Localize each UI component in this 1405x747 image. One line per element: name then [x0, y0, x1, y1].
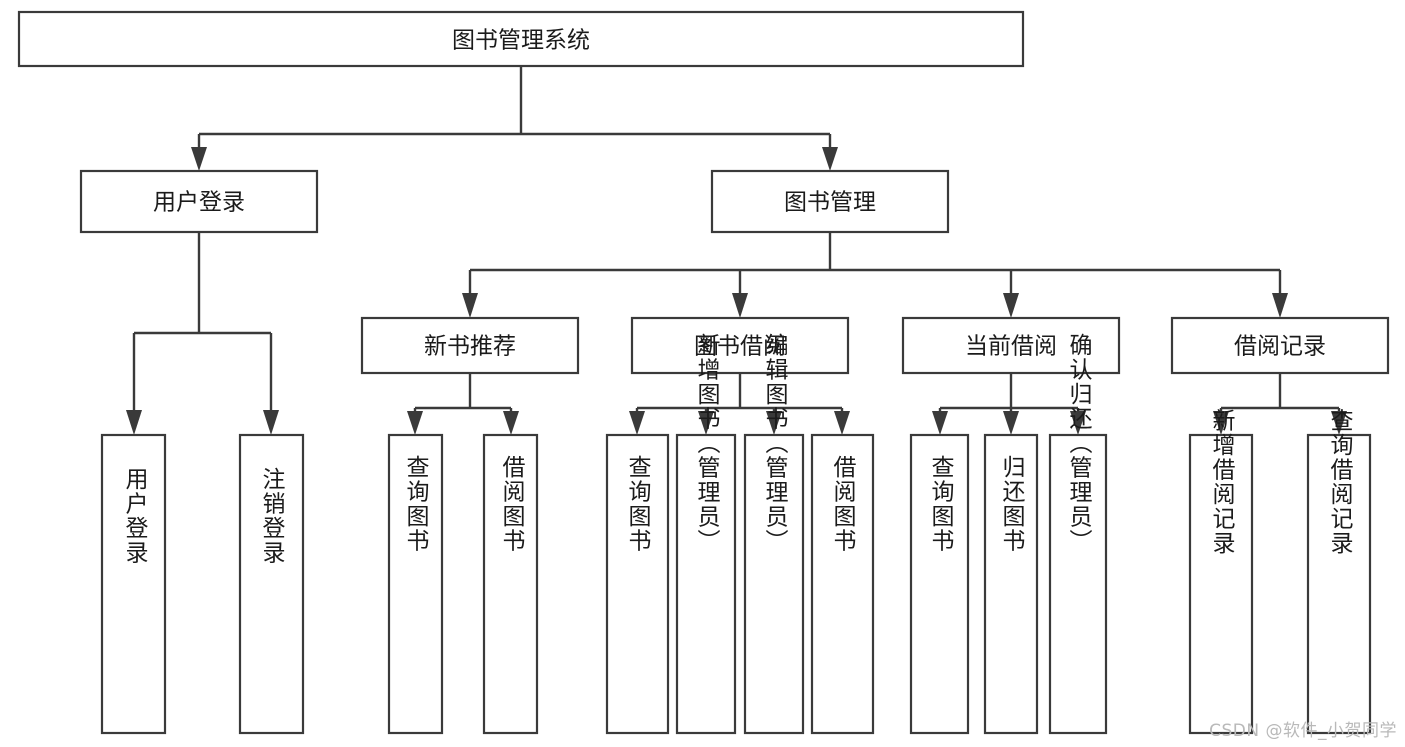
node-root-label: 图书管理系统: [452, 28, 590, 54]
leaf-query-borrow-record-label: 查询借阅记录: [1326, 409, 1354, 556]
leaf-edit-book-admin-box[interactable]: [743, 433, 805, 735]
leaf-return-book[interactable]: 归还图书: [983, 433, 1039, 735]
arrow-bookborrow-leaf-4: [834, 411, 850, 435]
arrow-bookborrow-leaf-2: [698, 411, 714, 435]
leaf-query-book-2-box[interactable]: [605, 433, 670, 735]
csdn-watermark: CSDN @软件_小贺同学: [1209, 721, 1397, 741]
leaf-query-book-3[interactable]: 查询图书: [909, 433, 970, 735]
arrow-userlogin-leaf-2: [263, 410, 279, 435]
arrow-newbook-leaf-2: [503, 411, 519, 435]
arrow-userlogin-leaf-1: [126, 410, 142, 435]
leaf-query-borrow-record-box[interactable]: [1306, 433, 1372, 735]
leaf-borrow-book-1-label: 借阅图书: [498, 455, 526, 553]
node-new-book-rec-box[interactable]: [360, 316, 580, 375]
node-new-book-rec[interactable]: 新书推荐: [360, 316, 580, 375]
leaf-add-borrow-record[interactable]: 新增借阅记录: [1188, 409, 1254, 735]
leaf-borrow-book-1[interactable]: 借阅图书: [482, 433, 539, 735]
arrow-bookmanage-to-borrowrecord: [1272, 293, 1288, 318]
leaf-query-book-3-label: 查询图书: [927, 455, 955, 553]
arrow-bookborrow-leaf-1: [629, 411, 645, 435]
leaf-add-book-admin[interactable]: 新增图书（管理员）: [675, 333, 737, 735]
node-book-manage-box[interactable]: [710, 169, 950, 234]
leaf-confirm-return-admin[interactable]: 确认归还（管理员）: [1048, 333, 1108, 735]
node-book-manage-label: 图书管理: [784, 190, 876, 216]
leaf-add-borrow-record-box[interactable]: [1188, 433, 1254, 735]
leaf-query-book-1-box[interactable]: [387, 433, 444, 735]
arrow-borrowrecord-leaf-1: [1213, 411, 1229, 435]
node-current-borrow-label: 当前借阅: [965, 334, 1057, 360]
arrow-root-to-book-manage: [822, 147, 838, 171]
leaf-query-book-2-label: 查询图书: [624, 455, 652, 553]
arrow-newbook-leaf-1: [407, 411, 423, 435]
leaf-confirm-return-admin-label: 确认归还（管理员）: [1065, 333, 1093, 554]
node-user-login-box[interactable]: [79, 169, 319, 234]
node-borrow-record-box[interactable]: [1170, 316, 1390, 375]
arrow-currentborrow-leaf-3: [1070, 411, 1086, 435]
leaf-confirm-return-admin-box[interactable]: [1048, 433, 1108, 735]
leaf-return-book-label: 归还图书: [998, 455, 1026, 553]
leaf-return-book-box[interactable]: [983, 433, 1039, 735]
node-borrow-record[interactable]: 借阅记录: [1170, 316, 1390, 375]
leaf-add-book-admin-label: 新增图书（管理员）: [693, 333, 721, 554]
leaf-borrow-book-1-box[interactable]: [482, 433, 539, 735]
node-book-borrow[interactable]: 图书借阅: [630, 316, 850, 375]
leaf-query-book-3-box[interactable]: [909, 433, 970, 735]
leaf-user-logout-label: 注销登录: [258, 467, 286, 565]
node-borrow-record-label: 借阅记录: [1234, 334, 1326, 360]
arrow-bookmanage-to-bookborrow: [732, 293, 748, 318]
leaf-query-book-1[interactable]: 查询图书: [387, 433, 444, 735]
leaf-edit-book-admin[interactable]: 编辑图书（管理员）: [743, 333, 805, 735]
arrow-bookmanage-to-newbook: [462, 293, 478, 318]
leaf-borrow-book-2-label: 借阅图书: [829, 455, 857, 553]
node-root[interactable]: 图书管理系统: [17, 10, 1025, 68]
leaf-add-book-admin-box[interactable]: [675, 433, 737, 735]
node-user-login[interactable]: 用户登录: [79, 169, 319, 234]
leaf-borrow-book-2[interactable]: 借阅图书: [810, 433, 875, 735]
leaf-add-borrow-record-label: 新增借阅记录: [1208, 409, 1236, 556]
leaf-borrow-book-2-box[interactable]: [810, 433, 875, 735]
leaf-query-book-2[interactable]: 查询图书: [605, 433, 670, 735]
leaf-user-login[interactable]: 用户登录: [100, 433, 167, 735]
node-current-borrow[interactable]: 当前借阅: [901, 316, 1121, 375]
leaf-edit-book-admin-label: 编辑图书（管理员）: [761, 333, 789, 554]
leaf-user-login-box[interactable]: [100, 433, 167, 735]
leaf-user-logout-box[interactable]: [238, 433, 305, 735]
arrow-root-to-user-login: [191, 147, 207, 171]
node-root-box[interactable]: [17, 10, 1025, 68]
arrow-borrowrecord-leaf-2: [1331, 411, 1347, 435]
node-user-login-label: 用户登录: [153, 190, 245, 216]
arrow-bookmanage-to-currentborrow: [1003, 293, 1019, 318]
node-current-borrow-box[interactable]: [901, 316, 1121, 375]
node-book-borrow-box[interactable]: [630, 316, 850, 375]
node-book-borrow-label: 图书借阅: [694, 334, 786, 360]
leaf-user-login-label: 用户登录: [121, 467, 149, 565]
node-new-book-rec-label: 新书推荐: [424, 334, 516, 360]
arrow-bookborrow-leaf-3: [766, 411, 782, 435]
leaf-user-logout[interactable]: 注销登录: [238, 433, 305, 735]
connector-layer: [126, 66, 1347, 435]
leaf-query-borrow-record[interactable]: 查询借阅记录: [1306, 409, 1372, 735]
arrow-currentborrow-leaf-2: [1003, 411, 1019, 435]
leaf-query-book-1-label: 查询图书: [402, 455, 430, 553]
arrow-currentborrow-leaf-1: [932, 411, 948, 435]
node-book-manage[interactable]: 图书管理: [710, 169, 950, 234]
